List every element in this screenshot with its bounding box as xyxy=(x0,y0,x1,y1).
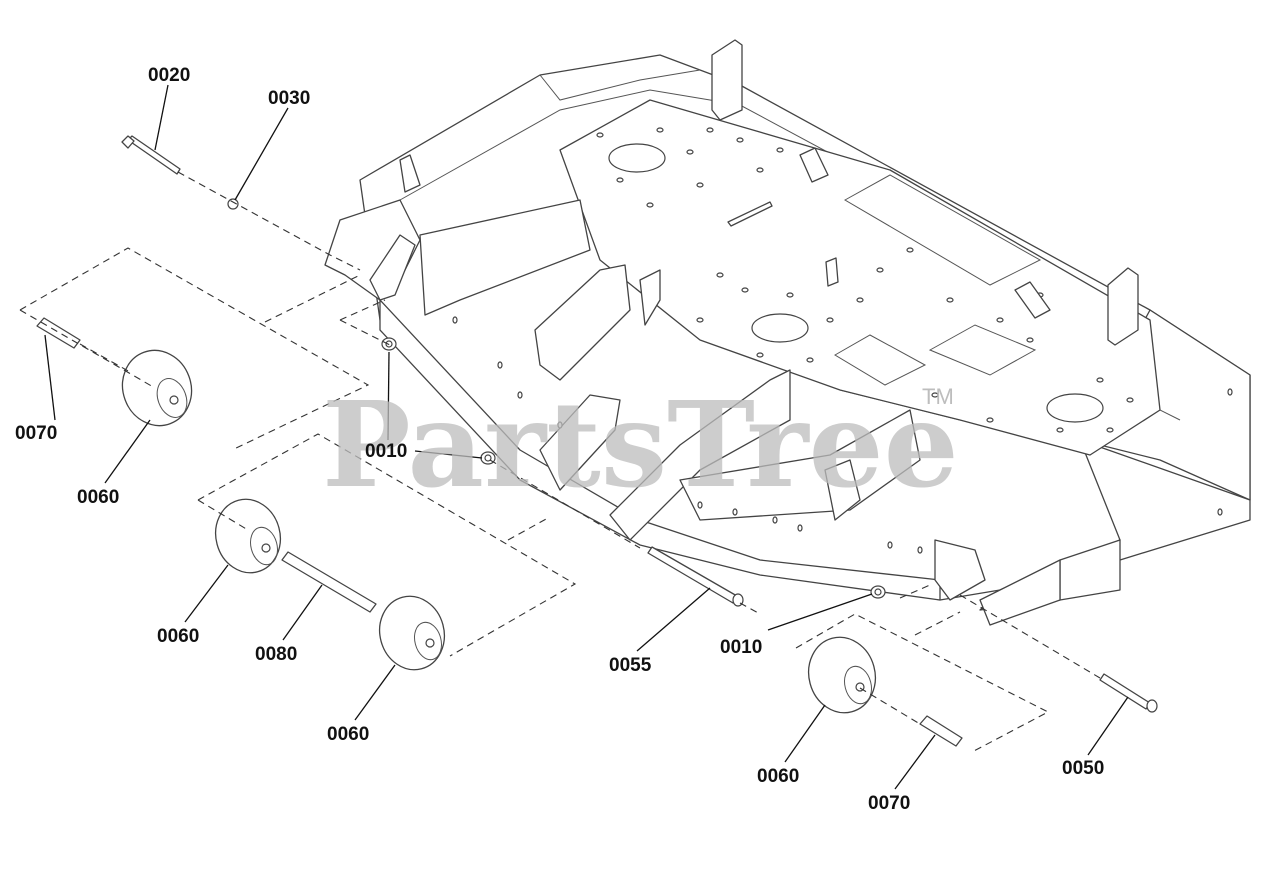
nut-0010-right xyxy=(870,585,886,599)
callout-0060: 0060 xyxy=(157,626,199,647)
wheel-0060-bottom-middle xyxy=(378,595,446,671)
wheel-0060-middle-left xyxy=(214,498,282,574)
callout-0055: 0055 xyxy=(609,655,652,676)
watermark: PartsTree TM xyxy=(322,375,959,514)
wheel-0060-right xyxy=(807,636,877,714)
watermark-text: PartsTree xyxy=(322,375,959,514)
leader-lines xyxy=(44,84,1129,790)
wheel-0060-top-left xyxy=(121,349,193,427)
assembly-dashed-lines xyxy=(19,171,1101,753)
callout-0070: 0070 xyxy=(15,423,57,444)
callout-0020: 0020 xyxy=(148,65,190,86)
bolt-0020 xyxy=(121,135,181,175)
callout-0050: 0050 xyxy=(1062,758,1104,779)
spacer-0070-left xyxy=(36,317,81,349)
callout-labels: 0020 0030 0070 0060 0010 0060 0080 0060 … xyxy=(15,65,1104,814)
callout-0080: 0080 xyxy=(255,644,297,665)
callout-0070: 0070 xyxy=(868,793,910,814)
pin-0055 xyxy=(647,546,744,607)
callout-0010: 0010 xyxy=(720,637,762,658)
callout-0060: 0060 xyxy=(77,487,119,508)
callout-0060: 0060 xyxy=(757,766,799,787)
callout-0010: 0010 xyxy=(365,441,407,462)
spacer-0070-right xyxy=(919,715,963,747)
pin-0050 xyxy=(1099,673,1158,713)
axle-0080 xyxy=(281,551,377,613)
watermark-trademark: TM xyxy=(922,384,954,409)
mower-deck xyxy=(324,39,1251,626)
callout-0060: 0060 xyxy=(327,724,369,745)
callout-0030: 0030 xyxy=(268,88,310,109)
washer-0030 xyxy=(227,198,239,210)
